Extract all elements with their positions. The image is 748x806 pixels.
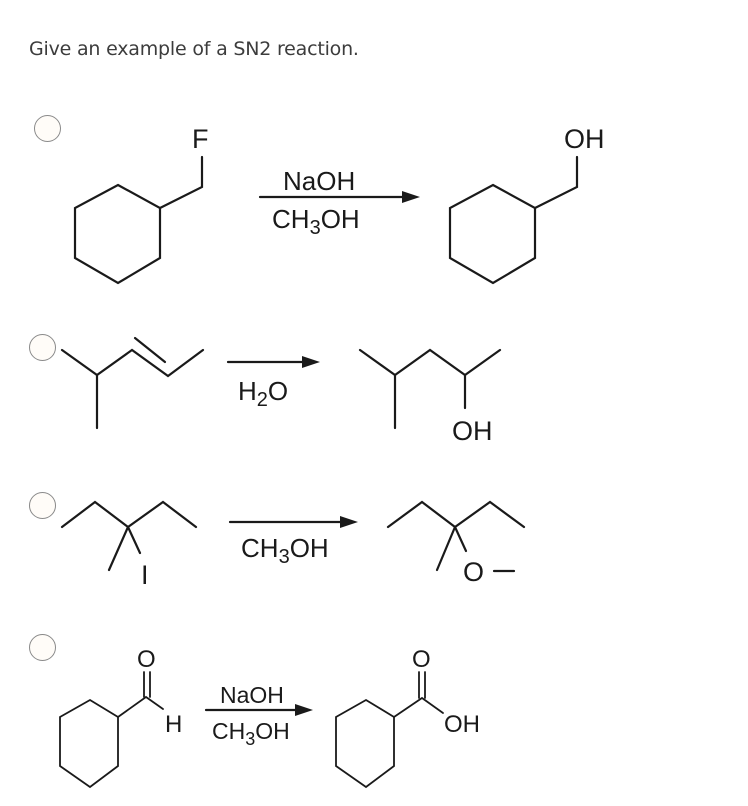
reaction-arrow-option-3: CH3OH <box>228 516 358 568</box>
radio-button-option-2[interactable] <box>29 334 56 361</box>
reaction-arrow-option-1: NaOH CH3OH <box>258 166 420 239</box>
radio-button-option-3[interactable] <box>29 492 56 519</box>
product-structure-option-3: O <box>386 500 526 587</box>
reactant-structure-option-1: F <box>73 124 209 285</box>
reaction-arrow-option-2: H2O <box>226 356 320 411</box>
reagent-below-option-3: CH3OH <box>241 533 329 568</box>
reagent-below-option-2: H2O <box>238 376 288 411</box>
reagent-above-option-4: NaOH <box>220 682 284 708</box>
reaction-arrow-option-4: NaOH CH3OH <box>204 682 313 749</box>
reagent-below-option-4: CH3OH <box>212 718 290 749</box>
radio-button-option-4[interactable] <box>29 634 56 661</box>
atom-label-oxygen: O <box>463 557 484 587</box>
atom-label-iodine: I <box>141 560 149 590</box>
group-label-hydroxyl: OH <box>452 416 493 446</box>
reactant-structure-option-3: I <box>60 500 198 590</box>
product-structure-option-4: O OH <box>335 646 480 789</box>
atom-label-oxygen: O <box>412 646 431 673</box>
question-prompt: Give an example of a SN2 reaction. <box>29 38 359 60</box>
atom-label-hydrogen: H <box>165 711 182 738</box>
reagent-below-option-1: CH3OH <box>272 204 360 239</box>
product-structure-option-2: OH <box>358 348 502 446</box>
reactant-structure-option-2 <box>60 336 205 430</box>
group-label-hydroxyl: OH <box>564 124 605 154</box>
group-label-hydroxyl: OH <box>444 711 480 738</box>
radio-button-option-1[interactable] <box>34 115 61 142</box>
atom-label-oxygen: O <box>137 646 156 673</box>
product-structure-option-1: OH <box>448 124 605 285</box>
reagent-above-option-1: NaOH <box>283 166 355 196</box>
reactant-structure-option-4: O H <box>59 646 182 789</box>
atom-label-fluorine: F <box>192 124 209 154</box>
